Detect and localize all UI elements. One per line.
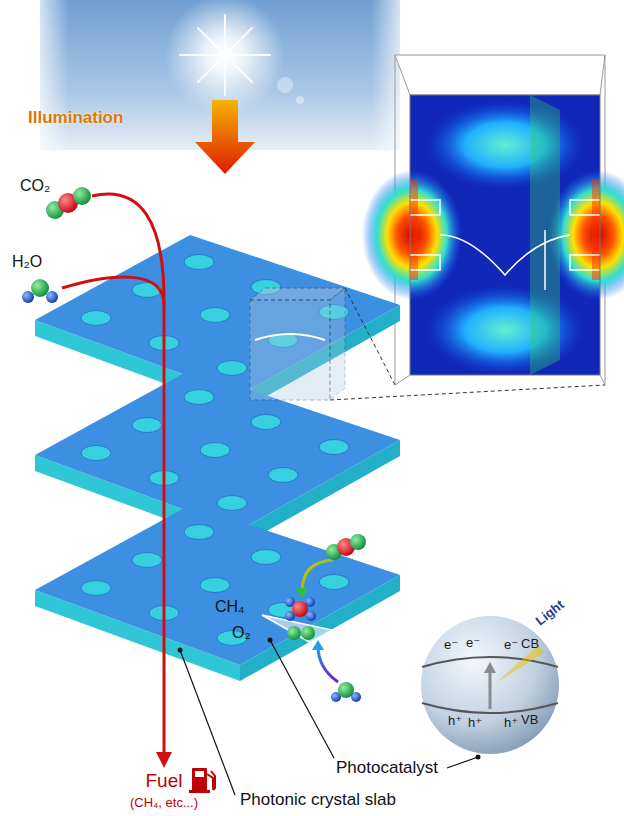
- hole-symbol: h⁺: [448, 713, 462, 729]
- electron-symbol: e⁻: [444, 637, 458, 653]
- molecule-label: O₂: [232, 623, 251, 642]
- sphere-node: e⁻e⁻e⁻CBLighth⁺h⁺h⁺VB: [420, 615, 560, 755]
- hole-symbol: h⁺: [504, 715, 518, 731]
- fuel-note: (CH₄, etc...): [104, 795, 224, 811]
- molecule-label: CH₄: [215, 597, 245, 616]
- light-label: Light: [533, 597, 568, 629]
- band-label: CB: [521, 636, 539, 652]
- molecule-label: H₂O: [12, 252, 42, 271]
- fuel-label: Fuel: [104, 770, 224, 793]
- molecule-label: CO₂: [20, 176, 50, 195]
- electron-symbol: e⁻: [504, 637, 518, 653]
- part-label: Photonic crystal slab: [240, 790, 396, 810]
- illumination-label: Illumination: [28, 108, 123, 128]
- hole-symbol: h⁺: [468, 715, 482, 731]
- band-label: VB: [521, 712, 538, 728]
- part-label: Photocatalyst: [336, 758, 438, 778]
- electron-symbol: e⁻: [466, 635, 480, 651]
